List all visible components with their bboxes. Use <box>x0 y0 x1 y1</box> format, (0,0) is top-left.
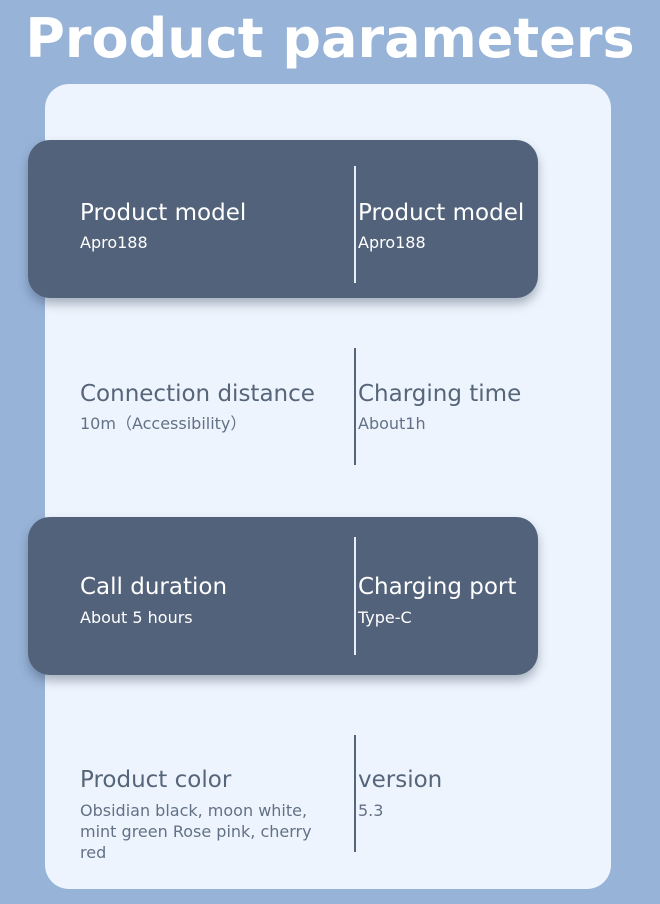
parameter-label: Product model <box>358 200 525 226</box>
row-divider <box>354 166 356 283</box>
parameter-value: Obsidian black, moon white, mint green R… <box>80 801 312 862</box>
row-divider <box>354 537 356 655</box>
parameter-row-color: Product color Obsidian black, moon white… <box>28 718 538 878</box>
parameter-value: About 5 hours <box>80 608 193 627</box>
parameter-value: Apro188 <box>80 233 148 252</box>
parameter-row-connection: Connection distance 10m（Accessibility） C… <box>28 330 538 488</box>
parameter-label: Connection distance <box>80 381 315 407</box>
page-title: Product parameters <box>25 7 635 70</box>
parameter-label: Product color <box>80 767 232 793</box>
parameter-row-call: Call duration About 5 hours Charging por… <box>28 517 538 675</box>
parameter-label: Product model <box>80 200 247 226</box>
parameter-label: Charging port <box>358 574 517 600</box>
parameter-value: Apro188 <box>358 233 426 252</box>
parameter-value: 5.3 <box>358 801 384 820</box>
parameter-value: 10m（Accessibility） <box>80 414 247 433</box>
parameter-label: Charging time <box>358 381 522 407</box>
parameter-label: Call duration <box>80 574 228 600</box>
parameter-value: Type-C <box>358 608 412 627</box>
row-divider <box>354 735 356 852</box>
parameter-row-model: Product model Apro188 Product model Apro… <box>28 140 538 298</box>
parameter-value: About1h <box>358 414 426 433</box>
row-divider <box>354 348 356 465</box>
parameter-label: version <box>358 767 443 793</box>
